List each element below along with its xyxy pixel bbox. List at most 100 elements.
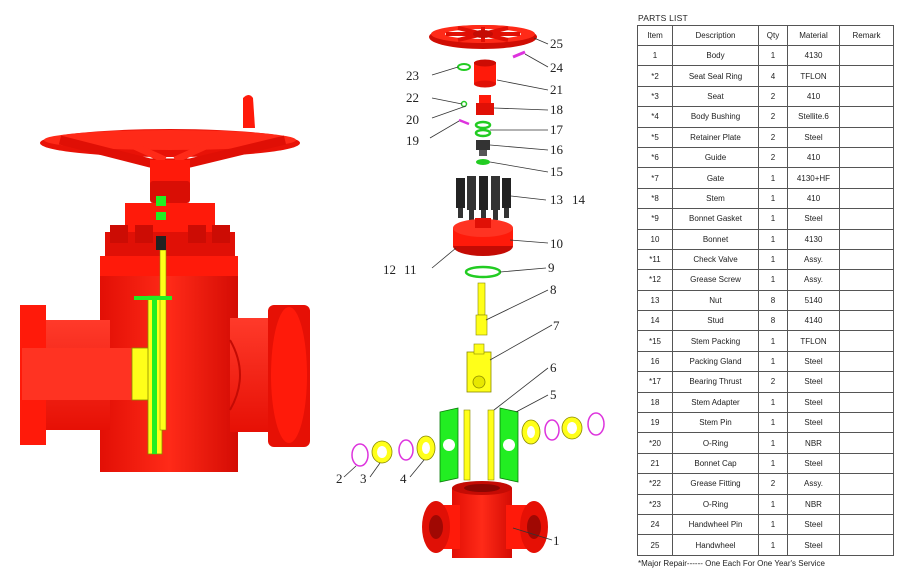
- callout-20: 20: [406, 112, 419, 127]
- cell-description: Gate: [672, 167, 759, 189]
- callout-numbers: 1 2 3 4 5 6 7 8 9 10 11 12 13 14 15 16 1…: [336, 36, 586, 548]
- part-stem: [475, 282, 488, 336]
- cell-material: 410: [787, 146, 840, 169]
- cell-remark: [839, 432, 894, 454]
- cell-material: Steel: [787, 412, 840, 434]
- cell-item: 25: [637, 534, 673, 556]
- cell-qty: 1: [758, 44, 788, 67]
- cell-material: Steel: [787, 371, 840, 393]
- cell-description: Seat Seal Ring: [672, 65, 759, 87]
- callout-14: 14: [572, 192, 586, 207]
- cell-qty: 2: [758, 473, 788, 495]
- cell-material: Assy.: [787, 473, 840, 495]
- callout-11: 11: [404, 262, 417, 277]
- cell-item: *5: [637, 126, 673, 148]
- cell-item: *17: [637, 371, 673, 393]
- cell-qty: 1: [758, 412, 788, 434]
- cell-qty: 8: [758, 289, 788, 312]
- cell-description: Bonnet Gasket: [672, 208, 759, 230]
- cell-qty: 1: [758, 513, 788, 536]
- parts-table-header: Item Description Qty Material Remark: [637, 25, 894, 46]
- callout-24: 24: [550, 60, 564, 75]
- part-handwheel-pin: [512, 50, 526, 59]
- part-stem-adapter: [476, 95, 494, 115]
- callout-8: 8: [550, 282, 557, 297]
- part-packing-gland: [476, 140, 490, 156]
- cell-remark: [839, 350, 894, 373]
- callout-19: 19: [406, 133, 419, 148]
- cell-material: 5140: [787, 289, 840, 312]
- cell-material: Steel: [787, 208, 840, 230]
- cell-item: *22: [637, 473, 673, 495]
- cell-description: O-Ring: [672, 493, 759, 515]
- cell-description: Stem: [672, 187, 759, 210]
- part-oring-23: [457, 63, 471, 71]
- cell-qty: 1: [758, 167, 788, 189]
- cell-remark: [839, 208, 894, 230]
- cell-material: Stellite.6: [787, 106, 840, 128]
- cell-description: Body Bushing: [672, 106, 759, 128]
- cell-remark: [839, 330, 894, 352]
- cell-remark: [839, 289, 894, 312]
- cell-remark: [839, 412, 894, 434]
- cell-material: Steel: [787, 350, 840, 373]
- cell-description: Body: [672, 44, 759, 67]
- assembled-valve-cutaway: [20, 95, 310, 472]
- callout-4: 4: [400, 471, 407, 486]
- header-item: Item: [637, 25, 673, 46]
- cell-item: *20: [637, 432, 673, 454]
- cell-description: Packing Gland: [672, 350, 759, 373]
- callout-18: 18: [550, 102, 563, 117]
- cell-item: *3: [637, 85, 673, 108]
- parts-list-title: PARTS LIST: [638, 13, 688, 23]
- cell-remark: [839, 513, 894, 536]
- header-qty: Qty: [758, 25, 788, 46]
- cell-remark: [839, 187, 894, 210]
- cell-item: *7: [637, 167, 673, 189]
- header-description: Description: [672, 25, 759, 46]
- cell-description: Grease Screw: [672, 269, 759, 291]
- cell-item: *11: [637, 248, 673, 271]
- cell-description: Check Valve: [672, 248, 759, 271]
- part-gate: [466, 343, 492, 393]
- cell-qty: 1: [758, 208, 788, 230]
- part-studs-nuts: [456, 176, 511, 220]
- cell-item: 10: [637, 228, 673, 250]
- cell-material: NBR: [787, 432, 840, 454]
- leader-lines: [343, 37, 553, 541]
- cell-remark: [839, 85, 894, 108]
- cell-remark: [839, 269, 894, 291]
- cell-qty: 8: [758, 310, 788, 332]
- cell-material: Steel: [787, 126, 840, 148]
- cell-material: Assy.: [787, 269, 840, 291]
- exploded-view: [351, 25, 605, 558]
- cell-description: Stud: [672, 310, 759, 332]
- cell-item: *2: [637, 65, 673, 87]
- assembled-body: [20, 276, 310, 472]
- cell-item: 19: [637, 412, 673, 434]
- cell-item: *12: [637, 269, 673, 291]
- cell-remark: [839, 146, 894, 169]
- cell-material: 410: [787, 85, 840, 108]
- cell-remark: [839, 248, 894, 271]
- cell-qty: 1: [758, 493, 788, 515]
- cell-item: 24: [637, 513, 673, 536]
- cell-remark: [839, 126, 894, 148]
- header-material: Material: [787, 25, 840, 46]
- cell-item: *15: [637, 330, 673, 352]
- cell-description: Stem Packing: [672, 330, 759, 352]
- cell-remark: [839, 391, 894, 414]
- callout-17: 17: [550, 122, 564, 137]
- cell-remark: [839, 310, 894, 332]
